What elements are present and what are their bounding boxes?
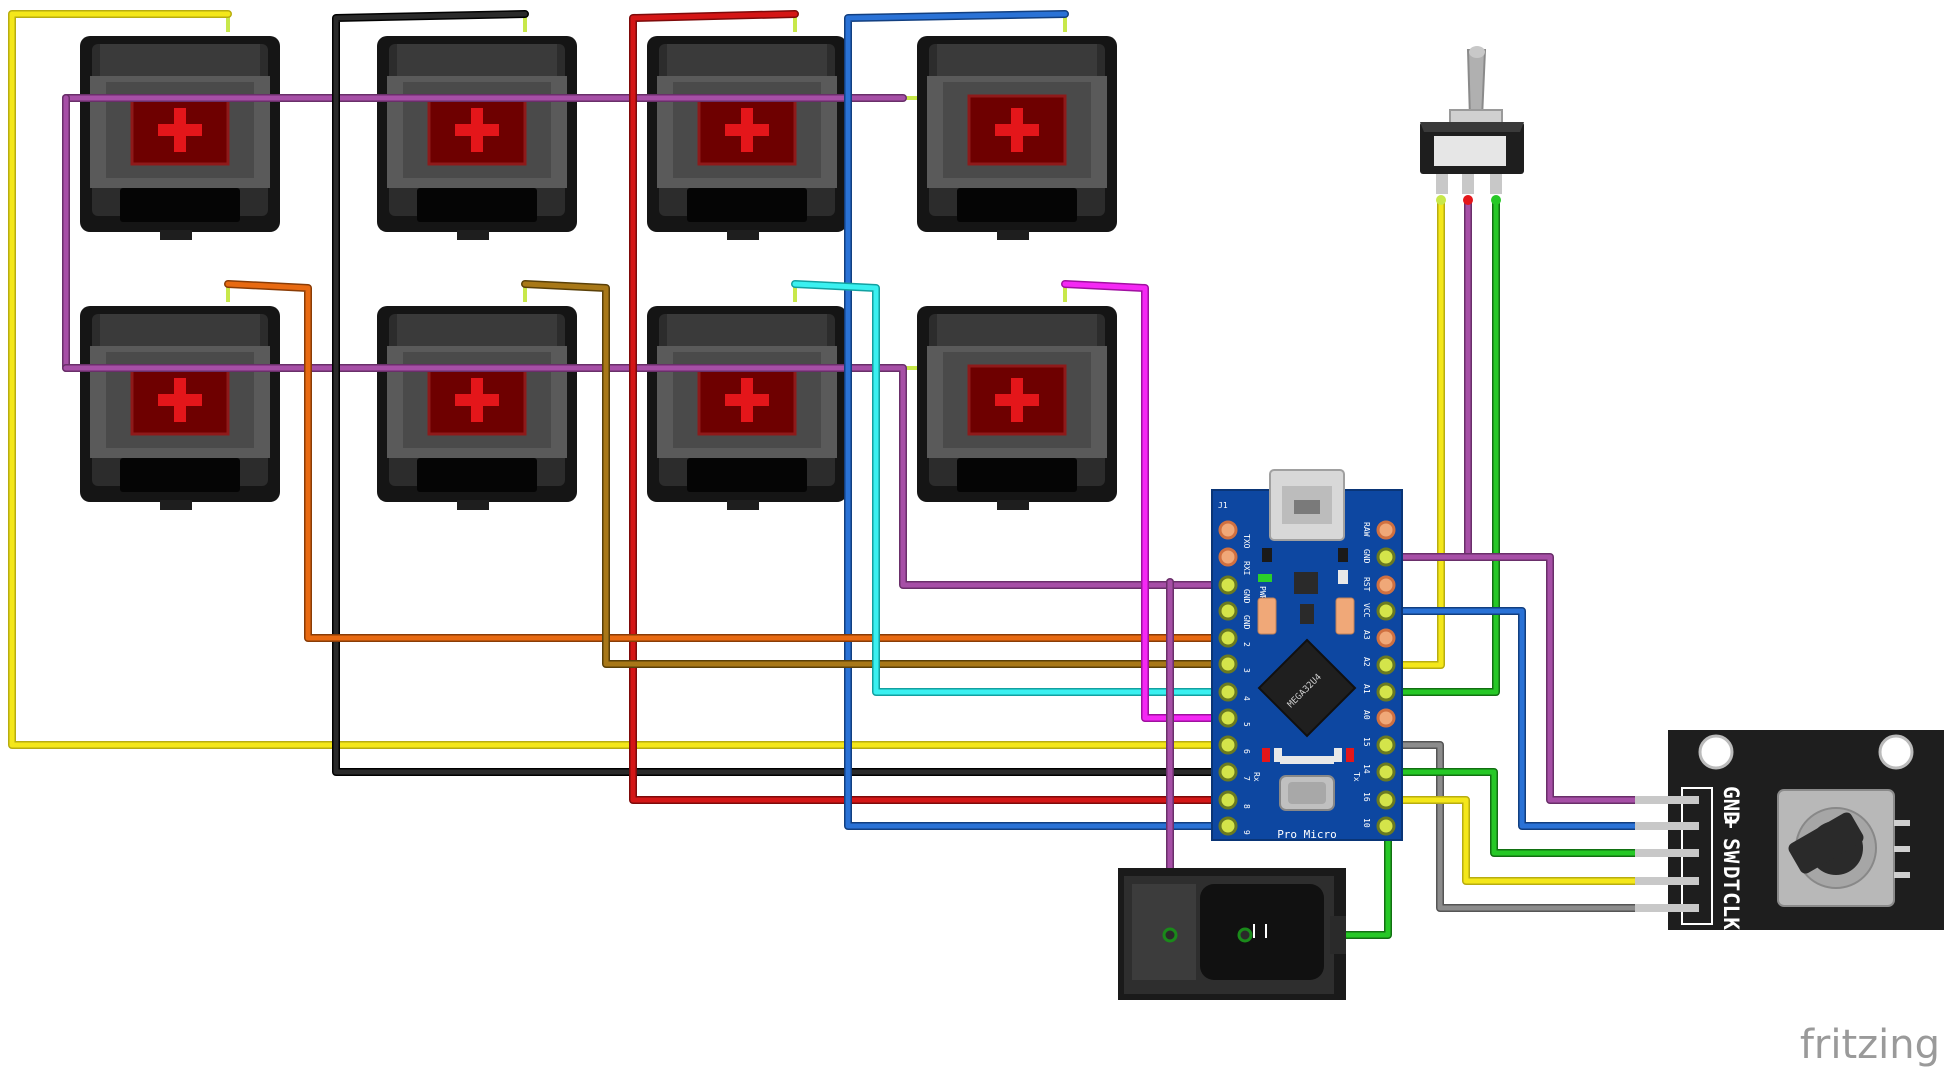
keyswitch-8 bbox=[915, 304, 1119, 512]
encoder-label-sw: SW bbox=[1719, 838, 1743, 864]
encoder-header-pins bbox=[1635, 796, 1699, 912]
rx-label: Rx bbox=[1252, 772, 1261, 782]
wire-row2-purple bbox=[62, 364, 1232, 589]
wire-16-encoder-yellow bbox=[1380, 796, 1639, 885]
wires bbox=[8, 10, 1639, 939]
pin-label-8: 8 bbox=[1242, 804, 1251, 809]
board-title: Pro Micro bbox=[1277, 828, 1337, 841]
keyswitch-3 bbox=[645, 34, 849, 242]
pin-label-9: 9 bbox=[1242, 830, 1251, 835]
keyswitch-row-2 bbox=[78, 304, 1119, 512]
board-left-pins bbox=[1218, 520, 1238, 836]
pin-label-gnd-1: GND bbox=[1242, 589, 1251, 604]
mega32u4-chip: MEGA32U4 bbox=[1257, 638, 1357, 738]
rocker-switch bbox=[1118, 868, 1346, 1000]
rotary-encoder: GND + SW DT CLK bbox=[1635, 730, 1944, 930]
pin-label-raw: RAW bbox=[1362, 522, 1371, 537]
board-left-pin-labels: TXO RXI GND GND 2 3 4 5 6 7 8 9 bbox=[1242, 534, 1251, 835]
pin-label-a1: A1 bbox=[1362, 684, 1371, 694]
pin-label-6: 6 bbox=[1242, 749, 1251, 754]
wire-vcc-encoder-blue bbox=[1380, 607, 1639, 830]
pin-label-txo: TXO bbox=[1242, 534, 1251, 549]
fritzing-logo: fritzing bbox=[1800, 1022, 1940, 1068]
toggle-switch bbox=[1420, 46, 1524, 205]
encoder-label-gnd: GND bbox=[1719, 786, 1743, 824]
pin-label-15: 15 bbox=[1362, 737, 1371, 747]
regulator-chip bbox=[1294, 572, 1318, 594]
wire-key6-brown bbox=[521, 280, 1232, 668]
wire-col4-blue bbox=[844, 10, 1232, 830]
pwr-label: PWR bbox=[1258, 586, 1267, 601]
keyswitch-4 bbox=[915, 34, 1119, 242]
pin-label-3: 3 bbox=[1242, 668, 1251, 673]
board-right-pins bbox=[1376, 520, 1396, 836]
keyswitch-5 bbox=[78, 304, 282, 512]
wire-key8-magenta bbox=[1061, 280, 1232, 722]
pin-label-gnd-2: GND bbox=[1242, 615, 1251, 630]
encoder-label-dt: DT bbox=[1719, 866, 1743, 891]
keyswitch-1 bbox=[78, 34, 282, 242]
wire-15-encoder-gray bbox=[1380, 741, 1639, 912]
wire-key5-orange bbox=[224, 280, 1232, 642]
keyswitch-6 bbox=[375, 304, 579, 512]
pin-label-10: 10 bbox=[1362, 818, 1371, 828]
pin-label-a0: A0 bbox=[1362, 710, 1371, 720]
pin-label-4: 4 bbox=[1242, 696, 1251, 701]
capacitor-left bbox=[1257, 597, 1277, 635]
power-led bbox=[1258, 574, 1272, 582]
wire-col1-yellow bbox=[8, 10, 1232, 749]
board-corner-label: J1 bbox=[1218, 501, 1228, 510]
encoder-knob bbox=[1788, 812, 1864, 875]
pro-micro-board: J1 TXO RXI GND GND 2 3 4 5 6 7 bbox=[1211, 469, 1403, 841]
wire-col3-red bbox=[629, 10, 1232, 804]
pin-label-a2: A2 bbox=[1362, 657, 1371, 667]
pin-label-a3: A3 bbox=[1362, 630, 1371, 640]
encoder-label-clk: CLK bbox=[1719, 892, 1743, 930]
pin-label-7: 7 bbox=[1242, 776, 1251, 781]
wire-col2-black bbox=[332, 10, 1232, 776]
pin-label-rst: RST bbox=[1362, 577, 1371, 592]
pin-label-vcc: VCC bbox=[1362, 603, 1371, 618]
encoder-label-plus: + bbox=[1719, 816, 1743, 829]
wire-gnd-encoder-purple bbox=[1380, 553, 1639, 804]
keyswitch-row-1 bbox=[78, 34, 1119, 242]
keyswitch-7 bbox=[645, 304, 849, 512]
pin-label-5: 5 bbox=[1242, 722, 1251, 727]
board-right-pin-labels: RAW GND RST VCC A3 A2 A1 A0 15 14 16 10 bbox=[1362, 522, 1371, 828]
wire-toggle-green bbox=[1380, 196, 1500, 696]
pin-label-14: 14 bbox=[1362, 764, 1371, 774]
wire-key7-cyan bbox=[791, 280, 1232, 696]
capacitor-right bbox=[1335, 597, 1355, 635]
keyswitch-2 bbox=[375, 34, 579, 242]
pin-label-rxi: RXI bbox=[1242, 561, 1251, 576]
pin-label-2: 2 bbox=[1242, 642, 1251, 647]
wire-14-encoder-green bbox=[1380, 768, 1639, 857]
pin-label-16: 16 bbox=[1362, 792, 1371, 802]
tx-label: Tx bbox=[1352, 772, 1361, 782]
pin-label-gnd-r: GND bbox=[1362, 549, 1371, 564]
